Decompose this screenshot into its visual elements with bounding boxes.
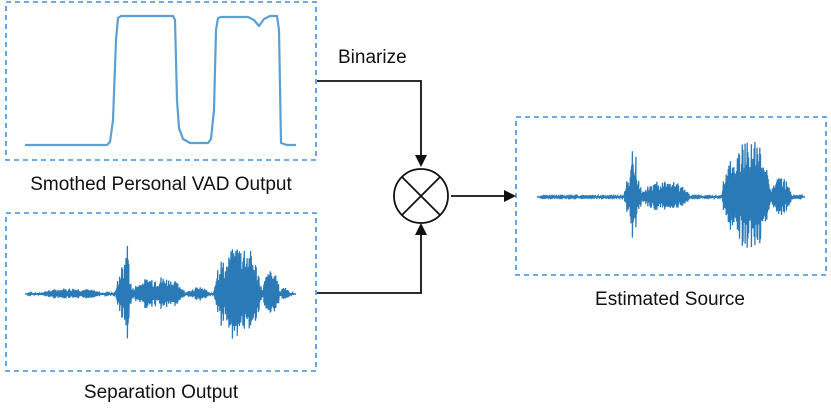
separation-output-panel: Separation Output <box>5 212 317 403</box>
estimated-source-box <box>515 116 827 276</box>
separation-output-label: Separation Output <box>84 382 239 403</box>
vad-to-multiply-arrow <box>317 80 427 167</box>
vad-curve <box>25 14 296 147</box>
separation-output-box <box>5 212 317 372</box>
vad-output-label: Smothed Personal VAD Output <box>30 174 292 195</box>
estimated-source-panel: Estimated Source <box>515 116 827 310</box>
binarize-label: Binarize <box>338 47 407 68</box>
multiply-operator-icon <box>393 168 449 224</box>
estimated-waveform <box>539 141 804 248</box>
estimated-source-label: Estimated Source <box>595 289 745 310</box>
vad-output-box <box>5 1 317 161</box>
separation-waveform <box>27 245 295 339</box>
connectors: Binarize <box>317 47 516 294</box>
vad-output-panel: Smothed Personal VAD Output <box>5 1 317 195</box>
separation-to-multiply-arrow <box>317 223 427 294</box>
